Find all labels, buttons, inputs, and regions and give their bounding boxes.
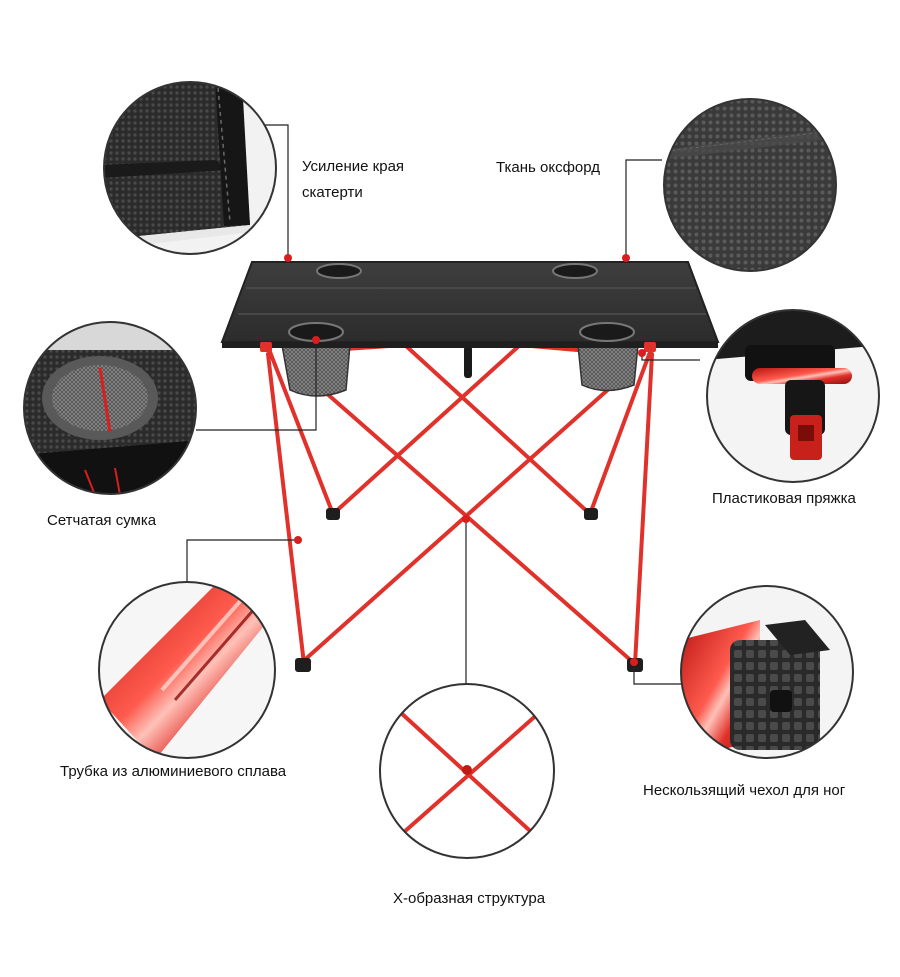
label-aluminum-tube: Трубка из алюминиевого сплава xyxy=(60,763,287,780)
label-oxford-fabric: Ткань оксфорд xyxy=(496,159,601,176)
label-edge-line1: Усиление края xyxy=(302,158,405,175)
label-x-structure: X-образная структура xyxy=(393,890,546,907)
x-joint-closeup-icon xyxy=(379,683,555,859)
cup-holder-closeup-icon xyxy=(23,321,197,495)
fabric-edge-closeup-icon xyxy=(103,81,277,255)
label-mesh-bag: Сетчатая сумка xyxy=(47,512,157,529)
callout-dots xyxy=(284,254,646,666)
oxford-fabric-closeup-icon xyxy=(663,98,837,272)
folding-table xyxy=(220,261,720,672)
label-edge-line2: скатерти xyxy=(302,184,363,201)
label-foot-cover: Нескользящий чехол для ног xyxy=(643,782,846,799)
label-edge-reinforcement: Усиление края скатерти xyxy=(302,154,404,206)
rubber-foot-closeup-icon xyxy=(680,585,854,759)
callout-lines xyxy=(186,124,700,685)
aluminum-tube-closeup-icon xyxy=(98,581,276,759)
plastic-buckle-closeup-icon xyxy=(706,309,880,483)
label-plastic-buckle: Пластиковая пряжка xyxy=(712,490,856,507)
